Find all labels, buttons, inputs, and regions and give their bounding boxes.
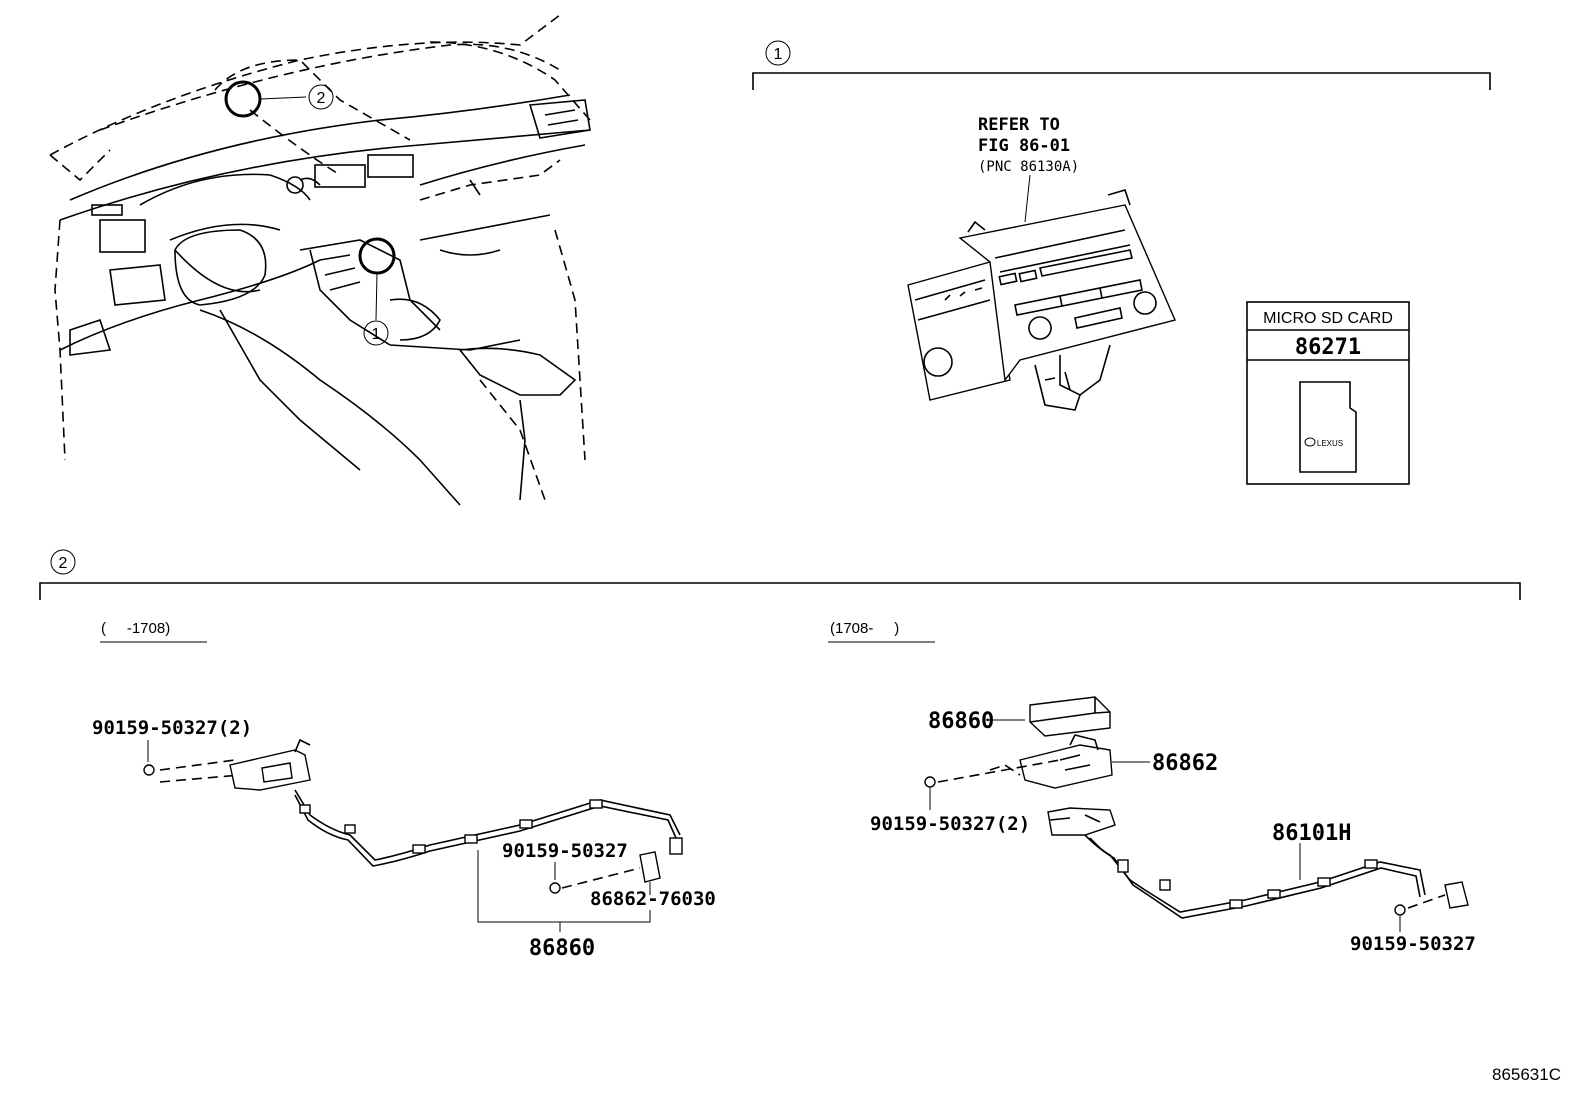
marker-circle-2 [224, 80, 262, 118]
section-1: 1 REFER TO FIG 86-01 (PNC 86130A) [752, 40, 1491, 485]
right-date-range: (1708- ) [830, 620, 899, 637]
overview-marker-1: 1 [372, 326, 381, 343]
right-unit-label: 86860 [928, 709, 994, 734]
section-2: 2 ( -1708) 90159-50327(2) [39, 549, 1521, 961]
micro-sd-card-part-number: 86271 [1295, 335, 1361, 360]
left-bolt-mid-label: 90159-50327 [502, 840, 628, 862]
section-2-marker: 2 [59, 555, 68, 572]
sd-card-logo: LEXUS [1317, 439, 1343, 448]
section-2-bracket [39, 582, 1521, 600]
micro-sd-card-title: MICRO SD CARD [1263, 310, 1393, 327]
left-bolt-top-label: 90159-50327(2) [92, 717, 252, 739]
left-assembly-label: 86860 [529, 936, 595, 961]
refer-to-line1: REFER TO [978, 115, 1060, 135]
left-variant: ( -1708) 90159-50327(2) 90159-50327 [92, 620, 716, 961]
right-bolt-right-label: 90159-50327 [1350, 933, 1476, 955]
figure-code: 865631C [1492, 1065, 1561, 1084]
section-1-marker: 1 [774, 46, 783, 63]
right-harness-label: 86101H [1272, 821, 1351, 846]
marker-circle-1 [358, 237, 396, 275]
refer-to-line2: FIG 86-01 [978, 136, 1070, 156]
dashboard-overview: 2 1 [49, 14, 591, 506]
sd-card-icon [1299, 381, 1357, 473]
audio-head-unit [907, 189, 1176, 411]
refer-to-line3: (PNC 86130A) [978, 159, 1079, 175]
left-bracket-label: 86862-76030 [590, 888, 716, 910]
micro-sd-card-box: MICRO SD CARD 86271 LEXUS [1246, 301, 1410, 485]
right-bolt-left-label: 90159-50327(2) [870, 813, 1030, 835]
left-date-range: ( -1708) [101, 620, 170, 637]
overview-marker-2: 2 [317, 90, 326, 107]
right-bracket-label: 86862 [1152, 751, 1218, 776]
section-1-bracket [752, 72, 1491, 90]
right-variant: (1708- ) 86860 86862 90159-50327(2) [828, 620, 1476, 955]
